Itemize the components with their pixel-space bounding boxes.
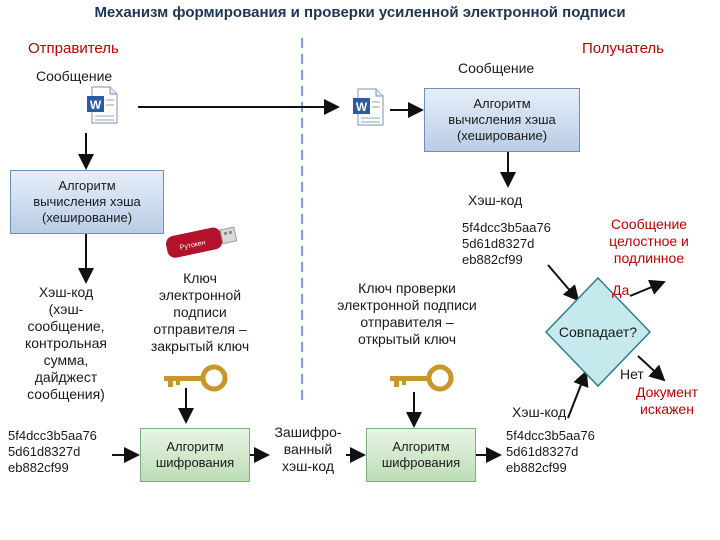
arrow-decision-yes [629,279,666,297]
receiver-label: Получатель [582,40,664,57]
public-key-icon [390,364,454,392]
hash-value-sender: 5f4dcc3b5aa76 5d61d8327d eb882cf99 [8,428,97,475]
hash-code-label-bottom: Хэш-код [512,404,567,420]
svg-text:W: W [356,100,368,114]
word-document-icon-left: W [87,86,118,124]
page-title: Механизм формирования и проверки усиленн… [94,4,626,21]
hash-value-receiver: 5f4dcc3b5aa76 5d61d8327d eb882cf99 [462,220,551,267]
message-label-right: Сообщение [458,60,535,76]
word-document-icon-right: W [353,88,384,126]
hash-value-decrypted: 5f4dcc3b5aa76 5d61d8327d eb882cf99 [506,428,595,475]
public-key-label: Ключ проверки электронной подписи отправ… [337,280,477,347]
arrow-decision-no [637,355,666,382]
hash-algorithm-box-receiver: Алгоритм вычисления хэша (хеширование) [424,88,580,152]
decision-question: Совпадает? [558,324,638,340]
decision-no-label: Нет [620,366,644,382]
arrow-bottom-hash-to-decision [567,370,589,419]
hash-code-description: Хэш-код (хэш- сообщение, контрольная сум… [24,284,108,402]
decision-yes-label: Да [612,282,630,298]
decryption-algorithm-box-receiver: Алгоритм шифрования [366,428,476,482]
hash-algorithm-box-sender: Алгоритм вычисления хэша (хеширование) [10,170,164,234]
hash-code-label-receiver: Хэш-код [468,192,523,208]
usb-token-icon: Рутокен [165,226,238,258]
encrypted-hash-label: Зашифро- ванный хэш-код [274,424,342,474]
decision-diamond [544,276,652,388]
private-key-icon [164,364,228,392]
result-corrupted: Документ искажен [635,384,699,417]
sender-label: Отправитель [28,40,119,57]
message-label-left: Сообщение [36,68,113,84]
encryption-algorithm-box-sender: Алгоритм шифрования [140,428,250,482]
svg-text:W: W [90,98,102,112]
arrow-hash-to-decision [547,264,580,302]
private-key-label: Ключ электронной подписи отправителя – з… [150,270,250,354]
result-authentic: Сообщение целостное и подлинное [609,216,689,266]
